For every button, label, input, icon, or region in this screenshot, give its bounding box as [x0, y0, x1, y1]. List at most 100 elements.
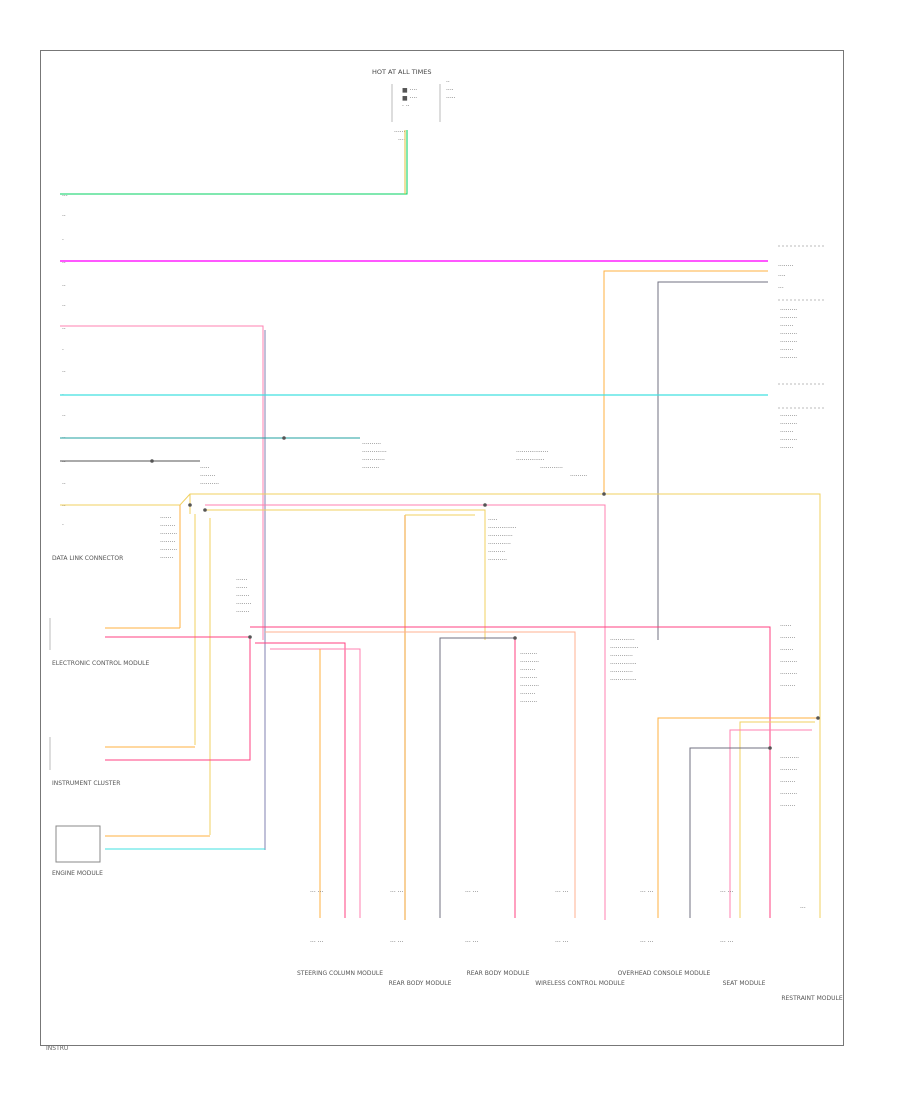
left-label-2: ELECTRONIC CONTROL MODULE: [52, 660, 149, 667]
svg-text:·········: ·········: [780, 413, 797, 420]
svg-text:··: ··: [62, 481, 66, 488]
svg-text:··········: ··········: [200, 481, 219, 488]
svg-text:··: ··: [62, 459, 66, 466]
svg-text:· ··: · ··: [402, 103, 410, 110]
left-module-labels: DATA LINK CONNECTOR ELECTRONIC CONTROL M…: [52, 555, 149, 877]
svg-text:······: ······: [236, 577, 248, 584]
svg-text:··············: ··············: [610, 677, 637, 684]
svg-text:··········: ··········: [520, 659, 539, 666]
svg-text:·····: ·····: [446, 95, 456, 102]
svg-text:············: ············: [610, 653, 633, 660]
svg-text:··: ··: [62, 326, 66, 333]
svg-text:■ ····: ■ ····: [402, 95, 417, 102]
svg-text:····: ····: [398, 137, 406, 144]
svg-text:··· ···: ··· ···: [555, 889, 568, 896]
svg-text:■ ····: ■ ····: [402, 87, 417, 94]
svg-text:·········: ·········: [780, 437, 797, 444]
svg-text:······: ······: [780, 623, 792, 630]
svg-text:···············: ···············: [516, 457, 545, 464]
svg-text:······: ······: [236, 585, 248, 592]
svg-text:········: ········: [780, 779, 795, 786]
svg-text:········: ········: [520, 667, 535, 674]
svg-text:··········: ··········: [488, 557, 507, 564]
svg-text:·············: ·············: [362, 449, 387, 456]
left-label-4: ENGINE MODULE: [52, 870, 103, 877]
svg-text:·········: ·········: [780, 331, 797, 338]
svg-text:·········: ·········: [780, 339, 797, 346]
svg-text:·········: ·········: [520, 651, 537, 658]
svg-text:············: ············: [540, 465, 563, 472]
svg-text:··· ···: ··· ···: [640, 889, 653, 896]
svg-text:·········: ·········: [780, 671, 797, 678]
bottom-module-labels: STEERING COLUMN MODULE REAR BODY MODULE …: [297, 970, 843, 1002]
module-label-5: OVERHEAD CONSOLE MODULE: [618, 970, 711, 977]
svg-text:·········: ·········: [780, 307, 797, 314]
svg-text:··············: ··············: [610, 661, 637, 668]
svg-text:··· ···: ··· ···: [310, 889, 323, 896]
svg-text:··· ···: ··· ···: [465, 889, 478, 896]
svg-text:··· ···: ··· ···: [390, 889, 403, 896]
svg-text:··: ··: [62, 303, 66, 310]
left-label-1: DATA LINK CONNECTOR: [52, 555, 123, 562]
svg-text:·········: ·········: [780, 791, 797, 798]
svg-text:············: ············: [362, 457, 385, 464]
svg-text:·······: ·······: [780, 445, 793, 452]
svg-text:·····: ·····: [488, 517, 498, 524]
svg-text:········: ········: [780, 635, 795, 642]
top-power-connector: HOT AT ALL TIMES ■ ···· ■ ···· · ·· ·· ·…: [372, 68, 456, 144]
right-labels: ········ ···· ··· ········· ········· ··…: [778, 245, 826, 452]
svg-text:·: ·: [62, 522, 64, 529]
svg-text:·········: ·········: [780, 767, 797, 774]
svg-text:·: ·: [62, 347, 64, 354]
footer-code: INSTRU: [46, 1045, 68, 1052]
svg-text:····: ····: [446, 87, 454, 94]
svg-text:···: ···: [62, 193, 68, 200]
svg-text:·········: ·········: [160, 531, 177, 538]
bottom-connectors: ··· ··· ··· ··· ··· ··· ··· ··· ··· ··· …: [310, 889, 806, 946]
wire-yellow-bus: [60, 493, 821, 920]
svg-text:··: ··: [62, 413, 66, 420]
svg-text:··········: ··········: [520, 683, 539, 690]
svg-text:·········: ·········: [570, 473, 587, 480]
svg-text:·······: ·······: [236, 609, 249, 616]
svg-text:··: ··: [62, 260, 66, 267]
wire-red-bus: [105, 626, 771, 918]
svg-text:·················: ·················: [516, 449, 549, 456]
svg-text:········: ········: [160, 539, 175, 546]
left-connector-2: [49, 618, 180, 650]
svg-text:········: ········: [160, 523, 175, 530]
svg-text:·····: ·····: [200, 465, 210, 472]
svg-text:·········: ·········: [780, 659, 797, 666]
mid-annotations: ·········· ············· ············ ··…: [160, 441, 799, 810]
svg-text:·········: ·········: [160, 547, 177, 554]
svg-text:············: ············: [610, 669, 633, 676]
module-label-4: WIRELESS CONTROL MODULE: [535, 980, 625, 987]
svg-text:··· ···: ··· ···: [390, 939, 403, 946]
svg-text:············: ············: [488, 541, 511, 548]
svg-text:········: ········: [236, 601, 251, 608]
svg-text:·············: ·············: [610, 637, 635, 644]
module-label-1: STEERING COLUMN MODULE: [297, 970, 383, 977]
svg-text:······: ······: [160, 515, 172, 522]
wire-pink-left: [60, 325, 264, 640]
svg-text:··········: ··········: [362, 441, 381, 448]
module-label-6: SEAT MODULE: [723, 980, 766, 987]
top-connector-title: HOT AT ALL TIMES: [372, 68, 432, 76]
svg-text:·······: ·······: [236, 593, 249, 600]
svg-text:··: ··: [62, 503, 66, 510]
svg-text:·········: ·········: [488, 549, 505, 556]
svg-text:··· ···: ··· ···: [720, 889, 733, 896]
svg-text:········: ········: [520, 691, 535, 698]
left-connector-3: [49, 737, 195, 770]
module-label-7: RESTRAINT MODULE: [781, 995, 843, 1002]
svg-text:·········: ·········: [520, 699, 537, 706]
svg-text:········: ········: [778, 263, 793, 270]
svg-text:·······: ·······: [780, 347, 793, 354]
splice-dots: [150, 436, 820, 750]
module-label-3: REAR BODY MODULE: [467, 970, 530, 977]
svg-text:··· ···: ··· ···: [310, 939, 323, 946]
svg-text:··: ··: [446, 79, 450, 86]
svg-text:·······: ·······: [160, 555, 173, 562]
svg-text:······: ······: [394, 129, 406, 136]
svg-text:···············: ···············: [610, 645, 639, 652]
